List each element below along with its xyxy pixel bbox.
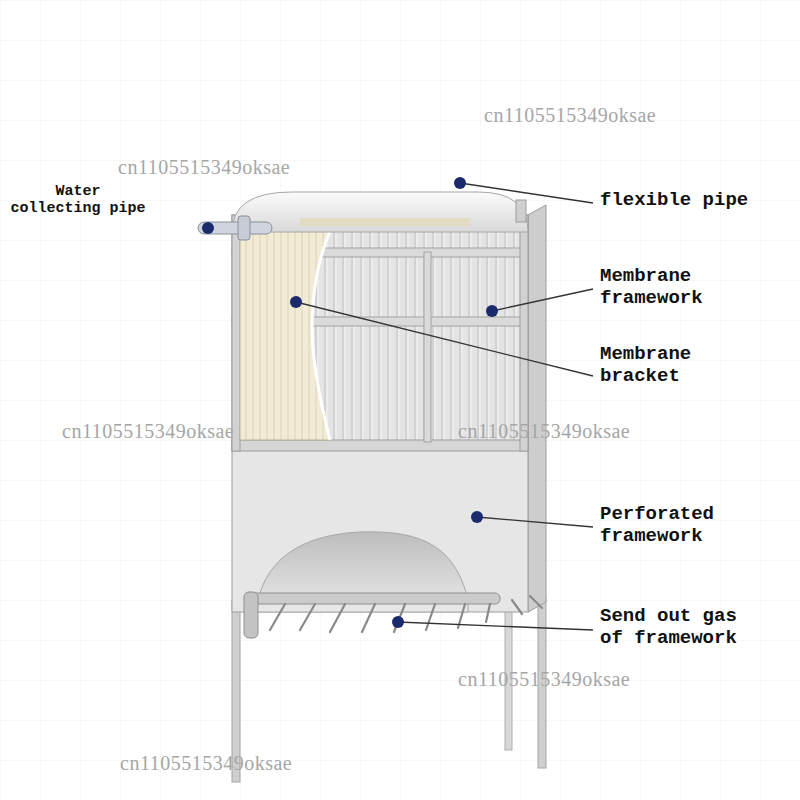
- aeration-pipe-part-part: [512, 600, 522, 614]
- aeration-pipe-part-part: [486, 604, 490, 622]
- aeration-pipe-part-part: [530, 596, 542, 608]
- membrane-framework: [232, 215, 528, 451]
- water-collecting-pipe-part: [238, 216, 250, 240]
- callout-dots-part: [486, 305, 498, 317]
- part-label: Perforated framework: [600, 504, 765, 548]
- part-label: Membrane bracket: [600, 344, 765, 388]
- aeration-pipe-part-part: [362, 604, 375, 632]
- leader-lines-part: [492, 289, 593, 311]
- watermark: cn1105515349oksae: [458, 668, 630, 691]
- callout-dots: [202, 177, 498, 628]
- water-collecting-pipe: [198, 216, 272, 240]
- membrane-framework-part: [232, 215, 240, 451]
- aeration-pipe-part-part: [330, 604, 345, 632]
- part-label: flexible pipe: [600, 190, 790, 212]
- leader-lines-part: [460, 183, 593, 203]
- callout-dots-part: [471, 511, 483, 523]
- membrane-bracket-cutaway-part: [312, 226, 332, 440]
- leader-lines-part: [398, 622, 593, 630]
- flexible-pipe-roll-part: [232, 192, 528, 232]
- aeration-pipe-part: [244, 592, 258, 638]
- water-collecting-pipe-part: [198, 222, 272, 234]
- watermark: cn1105515349oksae: [458, 420, 630, 443]
- leader-lines: [296, 183, 593, 630]
- flexible-pipe-roll: [232, 192, 528, 232]
- perforated-framework: [232, 448, 528, 612]
- flexible-pipe-roll-part: [300, 218, 470, 226]
- aeration-pipe-part: [250, 593, 500, 604]
- part-label: Membrane framework: [600, 266, 765, 310]
- membrane-framework-part: [232, 215, 528, 450]
- module-side-face: [528, 205, 546, 612]
- watermark: cn1105515349oksae: [120, 752, 292, 775]
- module-side-face-part: [528, 205, 546, 612]
- leader-lines-part: [477, 517, 593, 527]
- part-label: Water collecting pipe: [8, 183, 148, 218]
- membrane-framework-part: [520, 215, 528, 451]
- aeration-pipe-part-part: [300, 604, 315, 630]
- aeration-pipe-part-part: [270, 604, 285, 630]
- callout-dots-part: [454, 177, 466, 189]
- callout-dots-part: [290, 296, 302, 308]
- leader-lines-part: [296, 302, 593, 376]
- callout-dots-part: [392, 616, 404, 628]
- watermark: cn1105515349oksae: [62, 420, 234, 443]
- watermark: cn1105515349oksae: [118, 156, 290, 179]
- aeration-pipe: [244, 592, 542, 638]
- callout-dots-part: [202, 222, 214, 234]
- part-label: Send out gas of framework: [600, 606, 765, 650]
- membrane-bracket-cutaway-part: [240, 226, 332, 440]
- membrane-bracket-cutaway: [240, 226, 332, 440]
- flexible-pipe-roll-part: [516, 200, 526, 222]
- watermark: cn1105515349oksae: [484, 104, 656, 127]
- perforated-framework-part: [232, 448, 528, 612]
- aeration-pipe-part-part: [426, 604, 435, 630]
- membrane-framework-part: [424, 252, 431, 442]
